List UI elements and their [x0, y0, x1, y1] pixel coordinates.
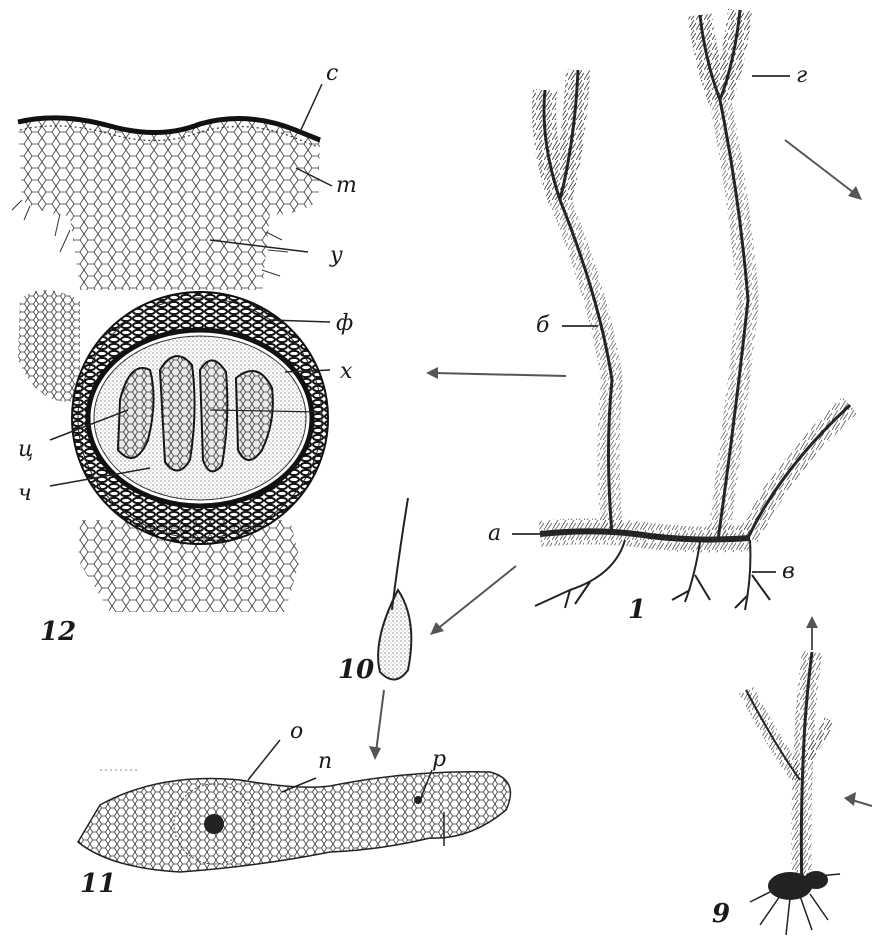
cortex-band: [18, 118, 320, 290]
figure-number-9: 9: [712, 899, 730, 929]
label-v: в: [782, 559, 795, 584]
label-o: о: [290, 719, 303, 744]
leaf-drawing: 10: [338, 498, 411, 685]
figure-number-1: 1: [628, 595, 646, 625]
stem-cross-section: с т у ф х ц ч 12: [12, 61, 357, 647]
figure-number-10: 10: [338, 655, 374, 685]
leaf-cross-section: о п р 11: [78, 719, 510, 899]
label-r: р: [432, 747, 446, 772]
label-t: т: [336, 173, 357, 198]
label-s: с: [326, 61, 338, 86]
plant-habit: а б г в 1: [488, 10, 850, 625]
label-u: у: [329, 243, 343, 268]
label-p: п: [318, 749, 332, 774]
vascular-bundle: [204, 814, 224, 834]
label-ts: ц: [18, 437, 33, 462]
label-b: б: [536, 313, 550, 338]
label-g: г: [796, 63, 807, 88]
label-a: а: [488, 521, 501, 546]
label-f: ф: [336, 311, 353, 336]
label-ch: ч: [18, 481, 32, 506]
label-kh: х: [340, 359, 353, 384]
figure-number-12: 12: [40, 617, 76, 647]
young-sporophyte: 9: [712, 652, 840, 935]
leaf-blade: [378, 590, 411, 680]
figure-number-11: 11: [80, 869, 116, 899]
